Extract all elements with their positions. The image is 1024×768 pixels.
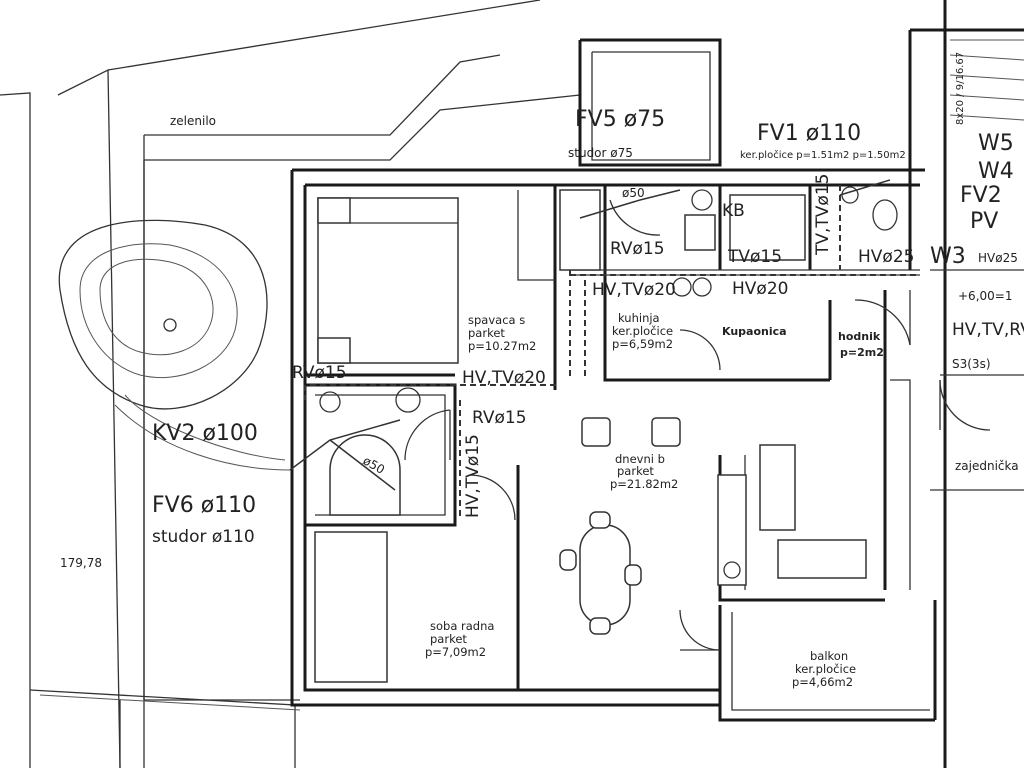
room-name: Kupaonica <box>722 325 787 338</box>
fv1-sub-label: ker.pločice p=1.51m2 p=1.50m2 <box>740 149 906 161</box>
fv1-label: FV1 ø110 <box>757 121 861 146</box>
hvtv20-hall-label: HV,TVø20 <box>462 368 546 388</box>
hv25-right-label: HVø25 <box>978 251 1018 265</box>
room-floor: parket <box>430 632 467 646</box>
w4-label: W4 <box>978 159 1014 184</box>
fv6-label: FV6 ø110 <box>152 493 256 518</box>
rv15-top-label: RVø15 <box>610 239 665 259</box>
hv20-kitchen-label: HVø20 <box>732 279 788 299</box>
elevation-label: 179,78 <box>60 556 102 570</box>
green-label: zelenilo <box>170 114 216 128</box>
furniture <box>314 186 898 683</box>
room-floor: parket <box>617 464 654 478</box>
room-hodnik: hodnik p=2m2 <box>838 330 884 359</box>
room-name: soba radna <box>430 619 494 633</box>
room-area: p=6,59m2 <box>612 337 673 351</box>
apartment-walls <box>290 0 1024 768</box>
fv6-sub-label: studor ø110 <box>152 527 255 547</box>
kv2-label: KV2 ø100 <box>152 421 258 446</box>
room-name: dnevni b <box>615 452 665 466</box>
fv5-label: FV5 ø75 <box>575 107 665 132</box>
pipe-lines <box>289 179 920 520</box>
pv-label: PV <box>970 209 998 234</box>
hvtvrv-label: HV,TV,RV <box>952 320 1024 340</box>
room-area: p=4,66m2 <box>792 675 853 689</box>
zajednicka-label: zajednička <box>955 459 1019 473</box>
room-area: p=21.82m2 <box>610 477 678 491</box>
room-kupaonica: Kupaonica <box>722 325 787 338</box>
tree-symbol <box>58 219 291 471</box>
elevation-plus-label: +6,00=1 <box>958 289 1012 303</box>
w3-label: W3 <box>930 244 966 269</box>
room-name: kuhinja <box>618 311 660 325</box>
hvtv20-kitchen-label: HV,TVø20 <box>592 280 676 300</box>
rv15-bath-label: RVø15 <box>292 363 347 383</box>
room-soba: soba radna parket p=7,09m2 <box>425 619 494 659</box>
room-floor: ker.pločice <box>612 324 673 338</box>
room-name: hodnik <box>838 330 881 343</box>
room-floor: parket <box>468 326 505 340</box>
room-name: balkon <box>810 649 848 663</box>
tvtv15-vertical-label: TV,TVø15 <box>813 174 833 256</box>
room-area: p=2m2 <box>840 346 884 359</box>
room-area: p=10.27m2 <box>468 339 536 353</box>
site-outline <box>0 0 581 768</box>
room-area: p=7,09m2 <box>425 645 486 659</box>
door-swings <box>404 199 991 651</box>
room-balkon: balkon ker.pločice p=4,66m2 <box>792 649 856 689</box>
kb-label: KB <box>722 201 745 221</box>
room-kuhinja: kuhinja ker.pločice p=6,59m2 <box>612 311 673 351</box>
fv5-sub-label: studor ø75 <box>568 146 633 160</box>
room-dnevni: dnevni b parket p=21.82m2 <box>610 452 678 491</box>
room-name: spavaca s <box>468 313 525 327</box>
room-floor: ker.pločice <box>795 662 856 676</box>
s3-label: S3(3s) <box>952 357 991 371</box>
hvtv15-vertical-label: HV,TVø15 <box>463 434 483 518</box>
fv2-label: FV2 <box>960 183 1002 208</box>
d50-top-label: ø50 <box>622 186 645 200</box>
hv25-top-label: HVø25 <box>858 247 914 267</box>
w5-label: W5 <box>978 131 1014 156</box>
rv15-hall-label: RVø15 <box>472 408 527 428</box>
room-spavaca: spavaca s parket p=10.27m2 <box>468 313 536 353</box>
stair-note-label: 8x20 / 9/16.67 <box>955 52 966 125</box>
tv15-top-label: TVø15 <box>727 247 782 267</box>
